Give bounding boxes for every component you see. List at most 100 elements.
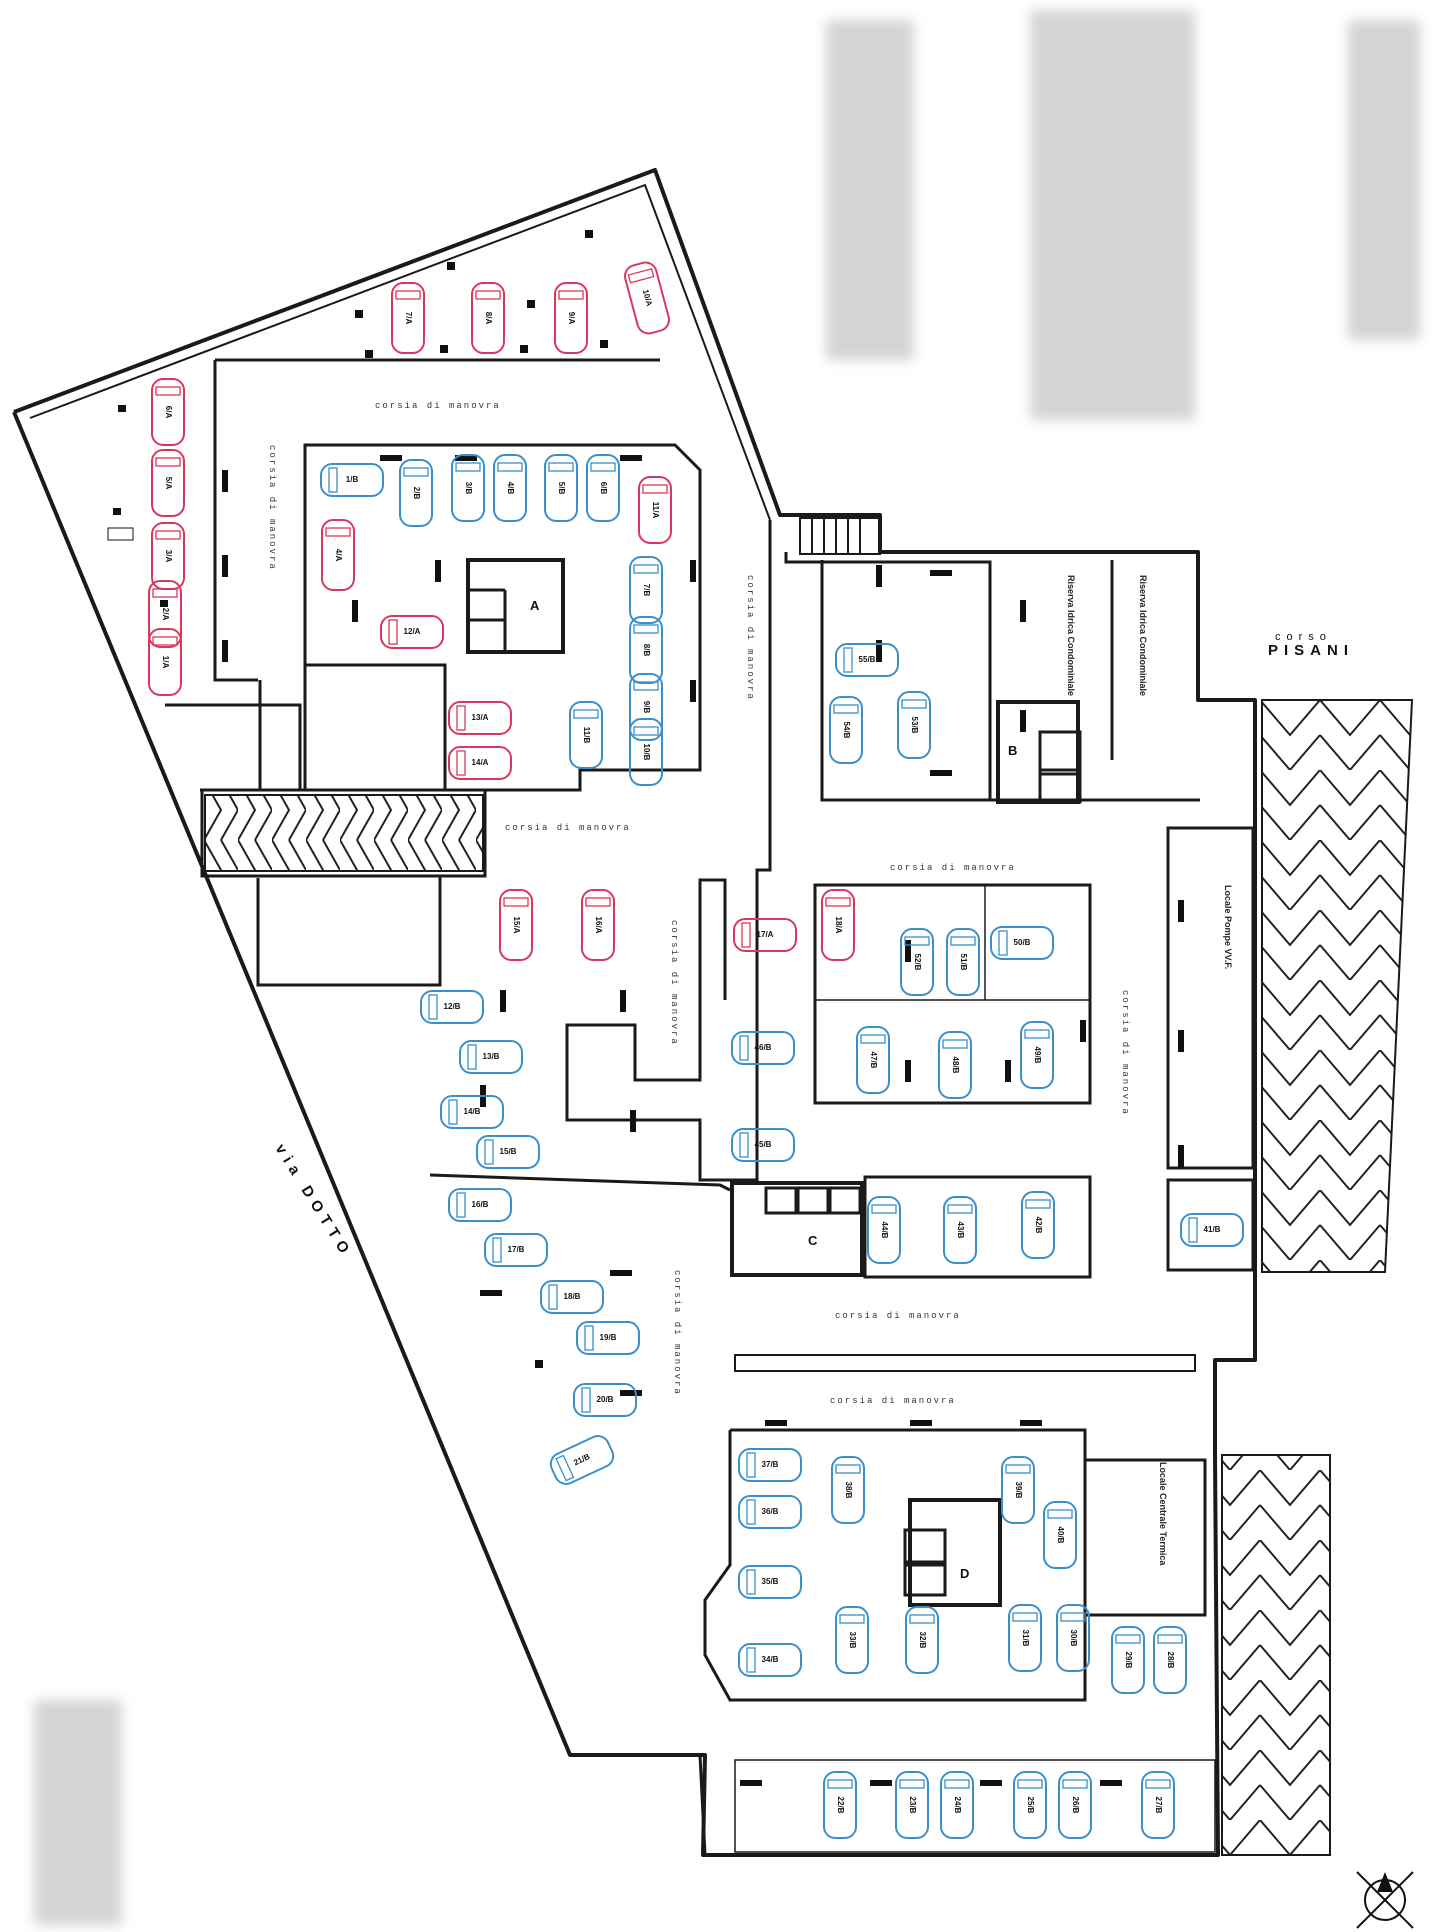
parking-space-37-b: 37/B [738, 1448, 802, 1482]
parking-space-30-b: 30/B [1056, 1604, 1090, 1672]
car-icon [624, 261, 670, 335]
room-riserva-1: Riserva Idrica Condominiale [1066, 575, 1076, 696]
parking-space-4-b: 4/B [493, 454, 527, 522]
block-A-label: A [530, 598, 540, 613]
parking-space-8-b: 8/B [629, 616, 663, 684]
parking-space-label: 8/B [642, 644, 651, 657]
parking-space-5-a: 5/A [151, 449, 185, 517]
parking-space-3-b: 3/B [451, 454, 485, 522]
block-D-label: D [960, 1566, 969, 1581]
parking-space-label: 45/B [755, 1140, 772, 1149]
parking-space-42-b: 42/B [1021, 1191, 1055, 1259]
street-corso: corso [1275, 631, 1332, 643]
room-centrale: Locale Centrale Termica [1158, 1462, 1168, 1566]
svg-text:corsia di manovra: corsia di manovra [1120, 990, 1130, 1116]
parking-space-label: 18/A [834, 917, 843, 934]
car-icon [448, 701, 512, 735]
car-icon [1056, 1604, 1090, 1672]
parking-space-9-a: 9/A [554, 282, 588, 354]
parking-space-46-b: 46/B [731, 1031, 795, 1065]
parking-space-label: 13/B [483, 1052, 500, 1061]
parking-space-label: 12/A [404, 627, 421, 636]
svg-text:corsia di manovra: corsia di manovra [267, 445, 277, 571]
parking-space-20-b: 20/B [573, 1383, 637, 1417]
car-icon [471, 282, 505, 354]
car-icon [549, 1435, 615, 1485]
car-icon [569, 701, 603, 769]
car-icon [900, 928, 934, 996]
parking-space-54-b: 54/B [829, 696, 863, 764]
parking-space-48-b: 48/B [938, 1031, 972, 1099]
parking-space-1-b: 1/B [320, 463, 384, 497]
car-icon [581, 889, 615, 961]
parking-space-45-b: 45/B [731, 1128, 795, 1162]
car-icon [905, 1606, 939, 1674]
parking-space-label: 52/B [913, 954, 922, 971]
parking-space-4-a: 4/A [321, 519, 355, 591]
parking-space-label: 5/B [557, 482, 566, 495]
parking-space-label: 28/B [1166, 1652, 1175, 1669]
parking-space-14-a: 14/A [448, 746, 512, 780]
car-icon [1043, 1501, 1077, 1569]
parking-space-22-b: 22/B [823, 1771, 857, 1839]
parking-space-label: 14/A [472, 758, 489, 767]
parking-space-51-b: 51/B [946, 928, 980, 996]
car-icon [554, 282, 588, 354]
car-icon [733, 918, 797, 952]
svg-text:corsia di manovra: corsia di manovra [890, 863, 1016, 873]
parking-space-label: 50/B [1014, 938, 1031, 947]
parking-space-40-b: 40/B [1043, 1501, 1077, 1569]
parking-space-label: 15/A [512, 917, 521, 934]
electric-box [107, 527, 134, 541]
parking-space-label: 16/B [472, 1200, 489, 1209]
parking-space-label: 49/B [1033, 1047, 1042, 1064]
ramp-bottom [1221, 1454, 1331, 1856]
car-icon [1111, 1626, 1145, 1694]
car-icon [629, 616, 663, 684]
parking-space-10-b: 10/B [629, 718, 663, 786]
parking-space-label: 7/A [404, 312, 413, 325]
car-icon [856, 1026, 890, 1094]
parking-space-8-a: 8/A [471, 282, 505, 354]
car-icon [738, 1448, 802, 1482]
parking-space-6-b: 6/B [586, 454, 620, 522]
parking-space-label: 40/B [1056, 1527, 1065, 1544]
car-icon [738, 1643, 802, 1677]
parking-space-label: 21/B [572, 1452, 591, 1467]
svg-text:corsia di manovra: corsia di manovra [672, 1270, 682, 1396]
car-icon [946, 928, 980, 996]
parking-space-label: 29/B [1124, 1652, 1133, 1669]
car-icon [823, 1771, 857, 1839]
car-icon [943, 1196, 977, 1264]
parking-space-39-b: 39/B [1001, 1456, 1035, 1524]
car-icon [1008, 1604, 1042, 1672]
parking-space-label: 10/A [641, 289, 654, 308]
parking-space-32-b: 32/B [905, 1606, 939, 1674]
parking-space-label: 42/B [1034, 1217, 1043, 1234]
stair [799, 517, 881, 555]
ramp-right [1261, 699, 1414, 1273]
parking-space-41-b: 41/B [1180, 1213, 1244, 1247]
parking-space-13-b: 13/B [459, 1040, 523, 1074]
parking-space-9-b: 9/B [629, 673, 663, 741]
parking-space-7-a: 7/A [391, 282, 425, 354]
block-B-label: B [1008, 743, 1017, 758]
car-icon [493, 454, 527, 522]
parking-space-50-b: 50/B [990, 926, 1054, 960]
parking-space-label: 20/B [597, 1395, 614, 1404]
parking-space-24-b: 24/B [940, 1771, 974, 1839]
parking-space-label: 27/B [1154, 1797, 1163, 1814]
parking-space-label: 17/B [508, 1245, 525, 1254]
parking-space-label: 11/B [582, 727, 591, 744]
car-icon [540, 1280, 604, 1314]
parking-space-label: 32/B [918, 1632, 927, 1649]
redacted-block-1 [826, 20, 914, 360]
parking-space-label: 38/B [844, 1482, 853, 1499]
parking-space-label: 51/B [959, 954, 968, 971]
parking-space-label: 8/A [484, 312, 493, 325]
car-icon [895, 1771, 929, 1839]
car-icon [1021, 1191, 1055, 1259]
car-icon [821, 889, 855, 961]
car-icon [867, 1196, 901, 1264]
